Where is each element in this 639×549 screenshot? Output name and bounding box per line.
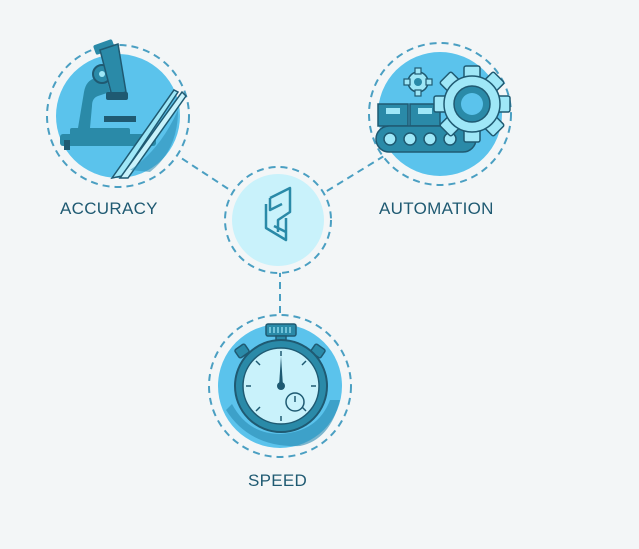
speed-label: SPEED: [248, 471, 308, 490]
connector-accuracy: [171, 151, 237, 195]
center-node: [224, 166, 332, 274]
automation-node: [368, 42, 512, 186]
speed-node: [208, 314, 352, 458]
connector-automation: [321, 155, 385, 195]
microscope-icon: [60, 39, 187, 180]
stopwatch-icon: [234, 323, 328, 433]
logo-icon: [264, 186, 292, 242]
connectors: [171, 151, 385, 322]
accuracy-node: [46, 39, 190, 188]
accuracy-label: ACCURACY: [60, 199, 158, 218]
conveyor-gear-icon: [375, 65, 511, 153]
automation-label: AUTOMATION: [379, 199, 494, 218]
